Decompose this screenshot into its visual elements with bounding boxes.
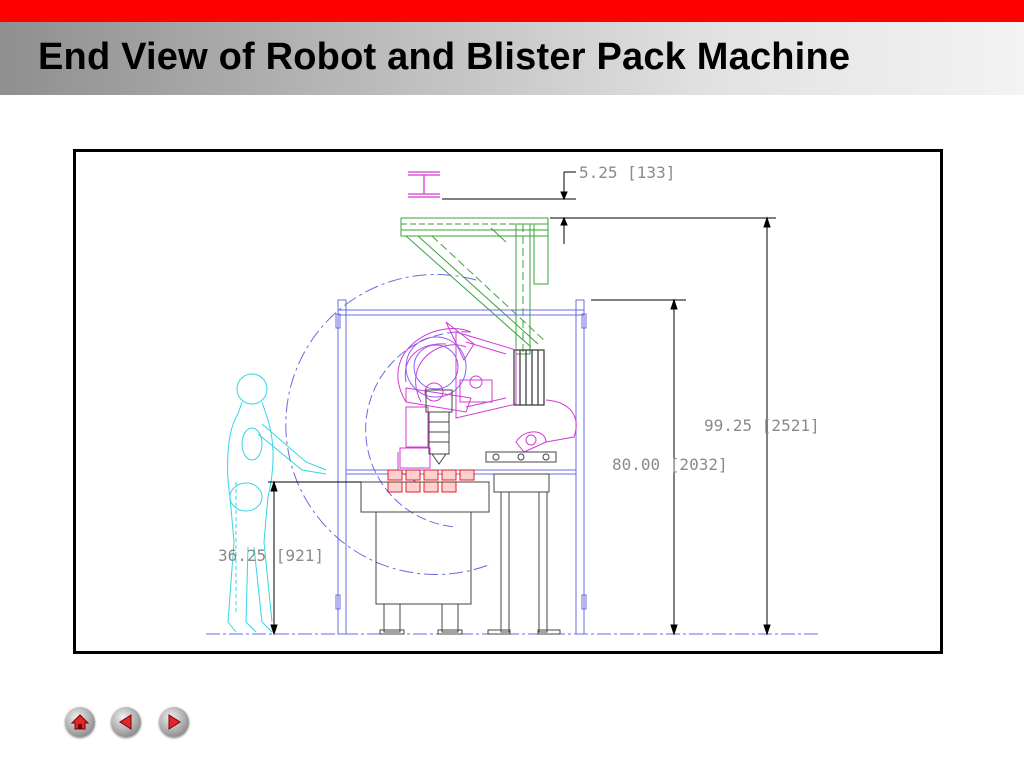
blister-parts (387, 469, 475, 493)
title-band (0, 22, 1024, 95)
i-beam-symbol (408, 171, 440, 198)
next-button[interactable] (159, 707, 189, 737)
cad-drawing: 5.25 [133] 99.25 [2521] 80.00 [2032] 36.… (206, 163, 821, 636)
home-icon (70, 714, 90, 730)
robot-reach-envelope (285, 274, 492, 575)
blister-machine-table (360, 481, 490, 635)
robot-shoulder-motor (513, 349, 545, 406)
feeder-table (485, 451, 561, 635)
operator-figure (227, 373, 327, 633)
cad-drawing-frame: 5.25 [133] 99.25 [2521] 80.00 [2032] 36.… (73, 149, 943, 654)
dim-label-overall-height: 99.25 [2521] (704, 416, 820, 435)
next-arrow-icon (168, 714, 181, 730)
dim-label-frame-height: 80.00 [2032] (612, 455, 728, 474)
slide-title: End View of Robot and Blister Pack Machi… (38, 36, 851, 78)
overhead-gantry (400, 217, 549, 355)
home-button[interactable] (65, 707, 95, 737)
dimension-lines (268, 171, 776, 636)
previous-button[interactable] (111, 707, 141, 737)
previous-arrow-icon (119, 714, 132, 730)
dim-label-clearance-top: 5.25 [133] (579, 163, 675, 182)
robot-arm (397, 321, 577, 483)
top-accent-bar (0, 0, 1024, 22)
end-effector (425, 389, 453, 465)
dim-label-table-height: 36.25 [921] (218, 546, 324, 565)
